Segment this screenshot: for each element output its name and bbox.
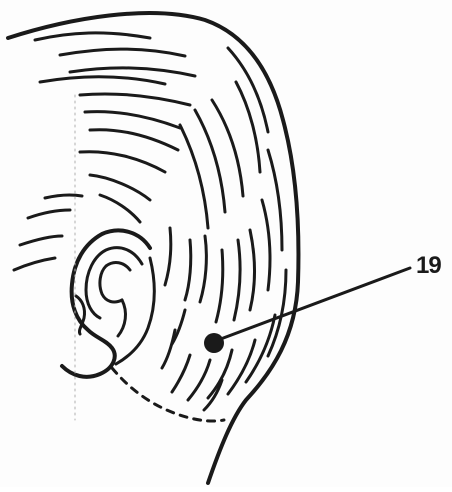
- temple-strokes: [14, 195, 82, 270]
- acupoint-dot-icon: [204, 333, 224, 353]
- ear: [62, 230, 154, 376]
- ear-concha: [118, 300, 125, 336]
- head-outline: [8, 13, 298, 483]
- callout-label: 19: [416, 254, 441, 278]
- ear-inner-helix: [86, 248, 142, 318]
- ear-antihelix: [100, 263, 130, 302]
- ear-lobe-back: [116, 258, 154, 364]
- callout-leader-line: [218, 268, 410, 340]
- hair-strokes-top: [35, 33, 195, 222]
- jaw-dashed-line: [112, 368, 224, 421]
